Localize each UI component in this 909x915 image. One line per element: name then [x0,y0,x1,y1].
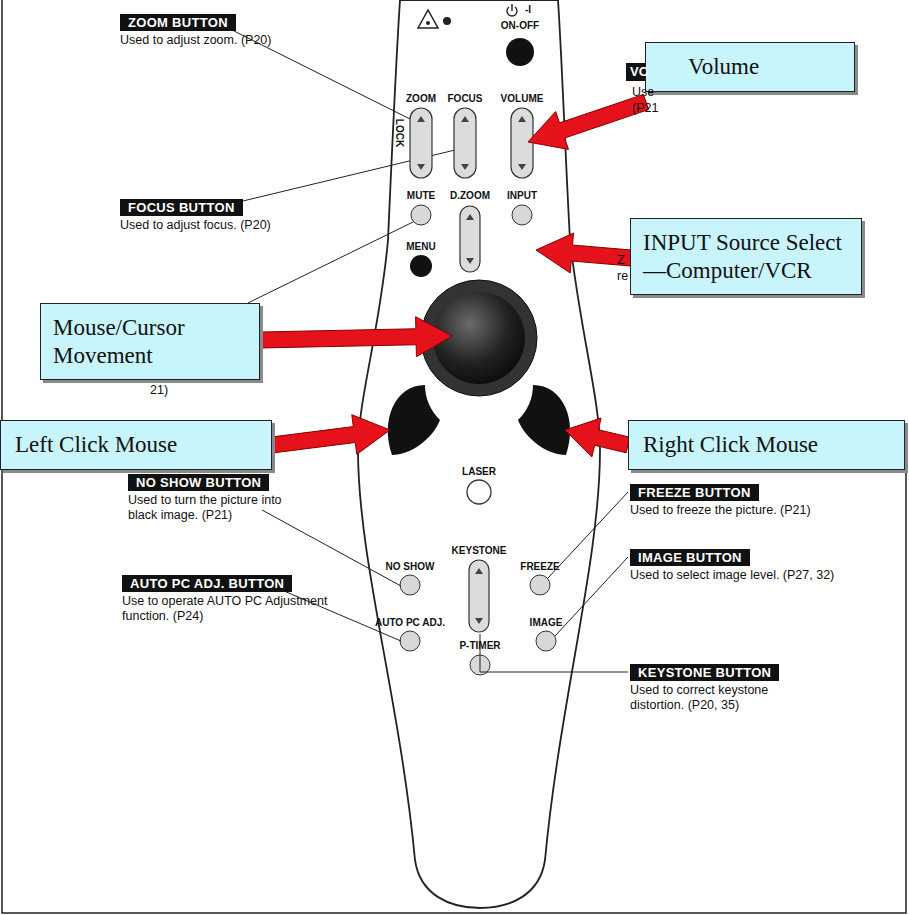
rocker-body [469,560,489,632]
button-label: -I [525,5,531,15]
button-label: FOCUS [448,94,483,104]
button-label: D.ZOOM [450,191,490,201]
leader-line [270,585,401,641]
button-callout: KEYSTONE BUTTON Used to correct keystone … [630,663,800,713]
rocker-button [454,108,476,178]
button-label: MENU [406,242,435,252]
callout-description: Used to adjust focus. (P20) [120,218,280,233]
callout-heading: NO SHOW BUTTON [128,474,269,491]
button-label: LASER [462,467,496,477]
button-callout: FOCUS BUTTON Used to adjust focus. (P20) [120,198,280,233]
annotation-text: INPUT Source Select—Computer/VCR [643,229,851,284]
leader-line [555,557,628,636]
rocker-body [454,108,476,178]
laser-button [467,480,491,504]
pointer-arrow [271,415,390,455]
button-label: LOCK [394,119,404,147]
button-label: VOLUME [501,94,544,104]
right-click-button [518,385,570,455]
rocker-arrows [475,568,483,624]
callout-description: Used to select image level. (P27, 32) [630,568,890,583]
button-label: FREEZE [520,562,559,572]
annotation-box: Volume [645,42,855,92]
rocker-arrows [417,116,425,170]
button-label: P-TIMER [459,641,500,651]
rocker-button [460,206,480,272]
partial-callout-text: (P21 [632,102,658,115]
button-label: KEYSTONE [452,546,507,556]
callout-heading: AUTO PC ADJ. BUTTON [122,575,292,592]
left-click-button [388,385,440,455]
button-callout: NO SHOW BUTTON Used to turn the picture i… [128,473,308,523]
button-label: INPUT [507,191,537,201]
button-label: AUTO PC ADJ. [375,618,445,628]
power-button [506,38,534,66]
button-label: NO SHOW [386,562,435,572]
annotation-text: Right Click Mouse [643,431,894,459]
rocker-button [469,560,489,632]
menu-button [410,255,432,277]
image-button [536,631,556,651]
annotation-text: Left Click Mouse [15,431,261,459]
freeze-button [530,575,550,595]
rocker-arrows [461,116,469,170]
no-show-button [400,575,420,595]
callout-description: Used to adjust zoom. (P20) [120,33,280,48]
partial-callout-text: VC [630,65,648,78]
pointer-arrow [536,233,632,273]
pointer-arrow [528,94,649,149]
rocker-button [511,108,533,178]
laser-warning [418,10,438,28]
pointer-arrow [261,317,452,357]
indicator-led [443,17,451,25]
leader-line [248,222,413,303]
rocker-body [410,108,432,178]
annotation-box: Mouse/Cursor Movement [40,303,260,380]
callout-heading: FREEZE BUTTON [630,484,759,501]
callout-description: Use to operate AUTO PC Adjustment functi… [122,594,357,624]
rocker-arrows [466,214,474,264]
annotation-text: Volume [688,53,844,81]
annotation-box: INPUT Source Select—Computer/VCR [630,218,862,295]
annotation-box: Right Click Mouse [628,420,905,470]
button-label: MUTE [407,191,435,201]
partial-callout-text: re [617,270,628,283]
button-label: ON-OFF [501,21,539,31]
auto-pc-button [400,631,420,651]
callout-heading: KEYSTONE BUTTON [630,664,779,681]
annotation-text: Mouse/Cursor Movement [53,314,249,369]
button-label: IMAGE [530,618,563,628]
annotation-box: Left Click Mouse [0,420,272,470]
button-callout: ZOOM BUTTON Used to adjust zoom. (P20) [120,13,280,48]
rocker-arrows [518,116,526,170]
callout-description: Used to correct keystone distortion. (P2… [630,683,800,713]
callout-heading: IMAGE BUTTON [630,549,750,566]
input-button [512,205,532,225]
button-label: ZOOM [406,94,436,104]
partial-callout-text: Use [632,86,654,99]
button-callout: AUTO PC ADJ. BUTTON Use to operate AUTO P… [122,574,357,624]
button-callout: FREEZE BUTTON Used to freeze the picture.… [630,483,850,518]
partial-callout-text: 21) [150,384,168,397]
pointer-arrow [565,418,630,457]
rocker-body [460,206,480,272]
leader-line [480,634,628,672]
partial-callout-text: Z [617,254,625,267]
callout-description: Used to turn the picture into black imag… [128,493,308,523]
callout-description: Used to freeze the picture. (P21) [630,503,850,518]
rocker-body [511,108,533,178]
rocker-button [410,108,432,178]
button-callout: IMAGE BUTTON Used to select image level. … [630,548,890,583]
power-symbol [511,4,512,11]
callout-heading: ZOOM BUTTON [120,14,236,31]
warning-mark [426,21,430,25]
callout-heading: FOCUS BUTTON [120,199,243,216]
mute-button [411,205,431,225]
leader-line [548,492,628,578]
